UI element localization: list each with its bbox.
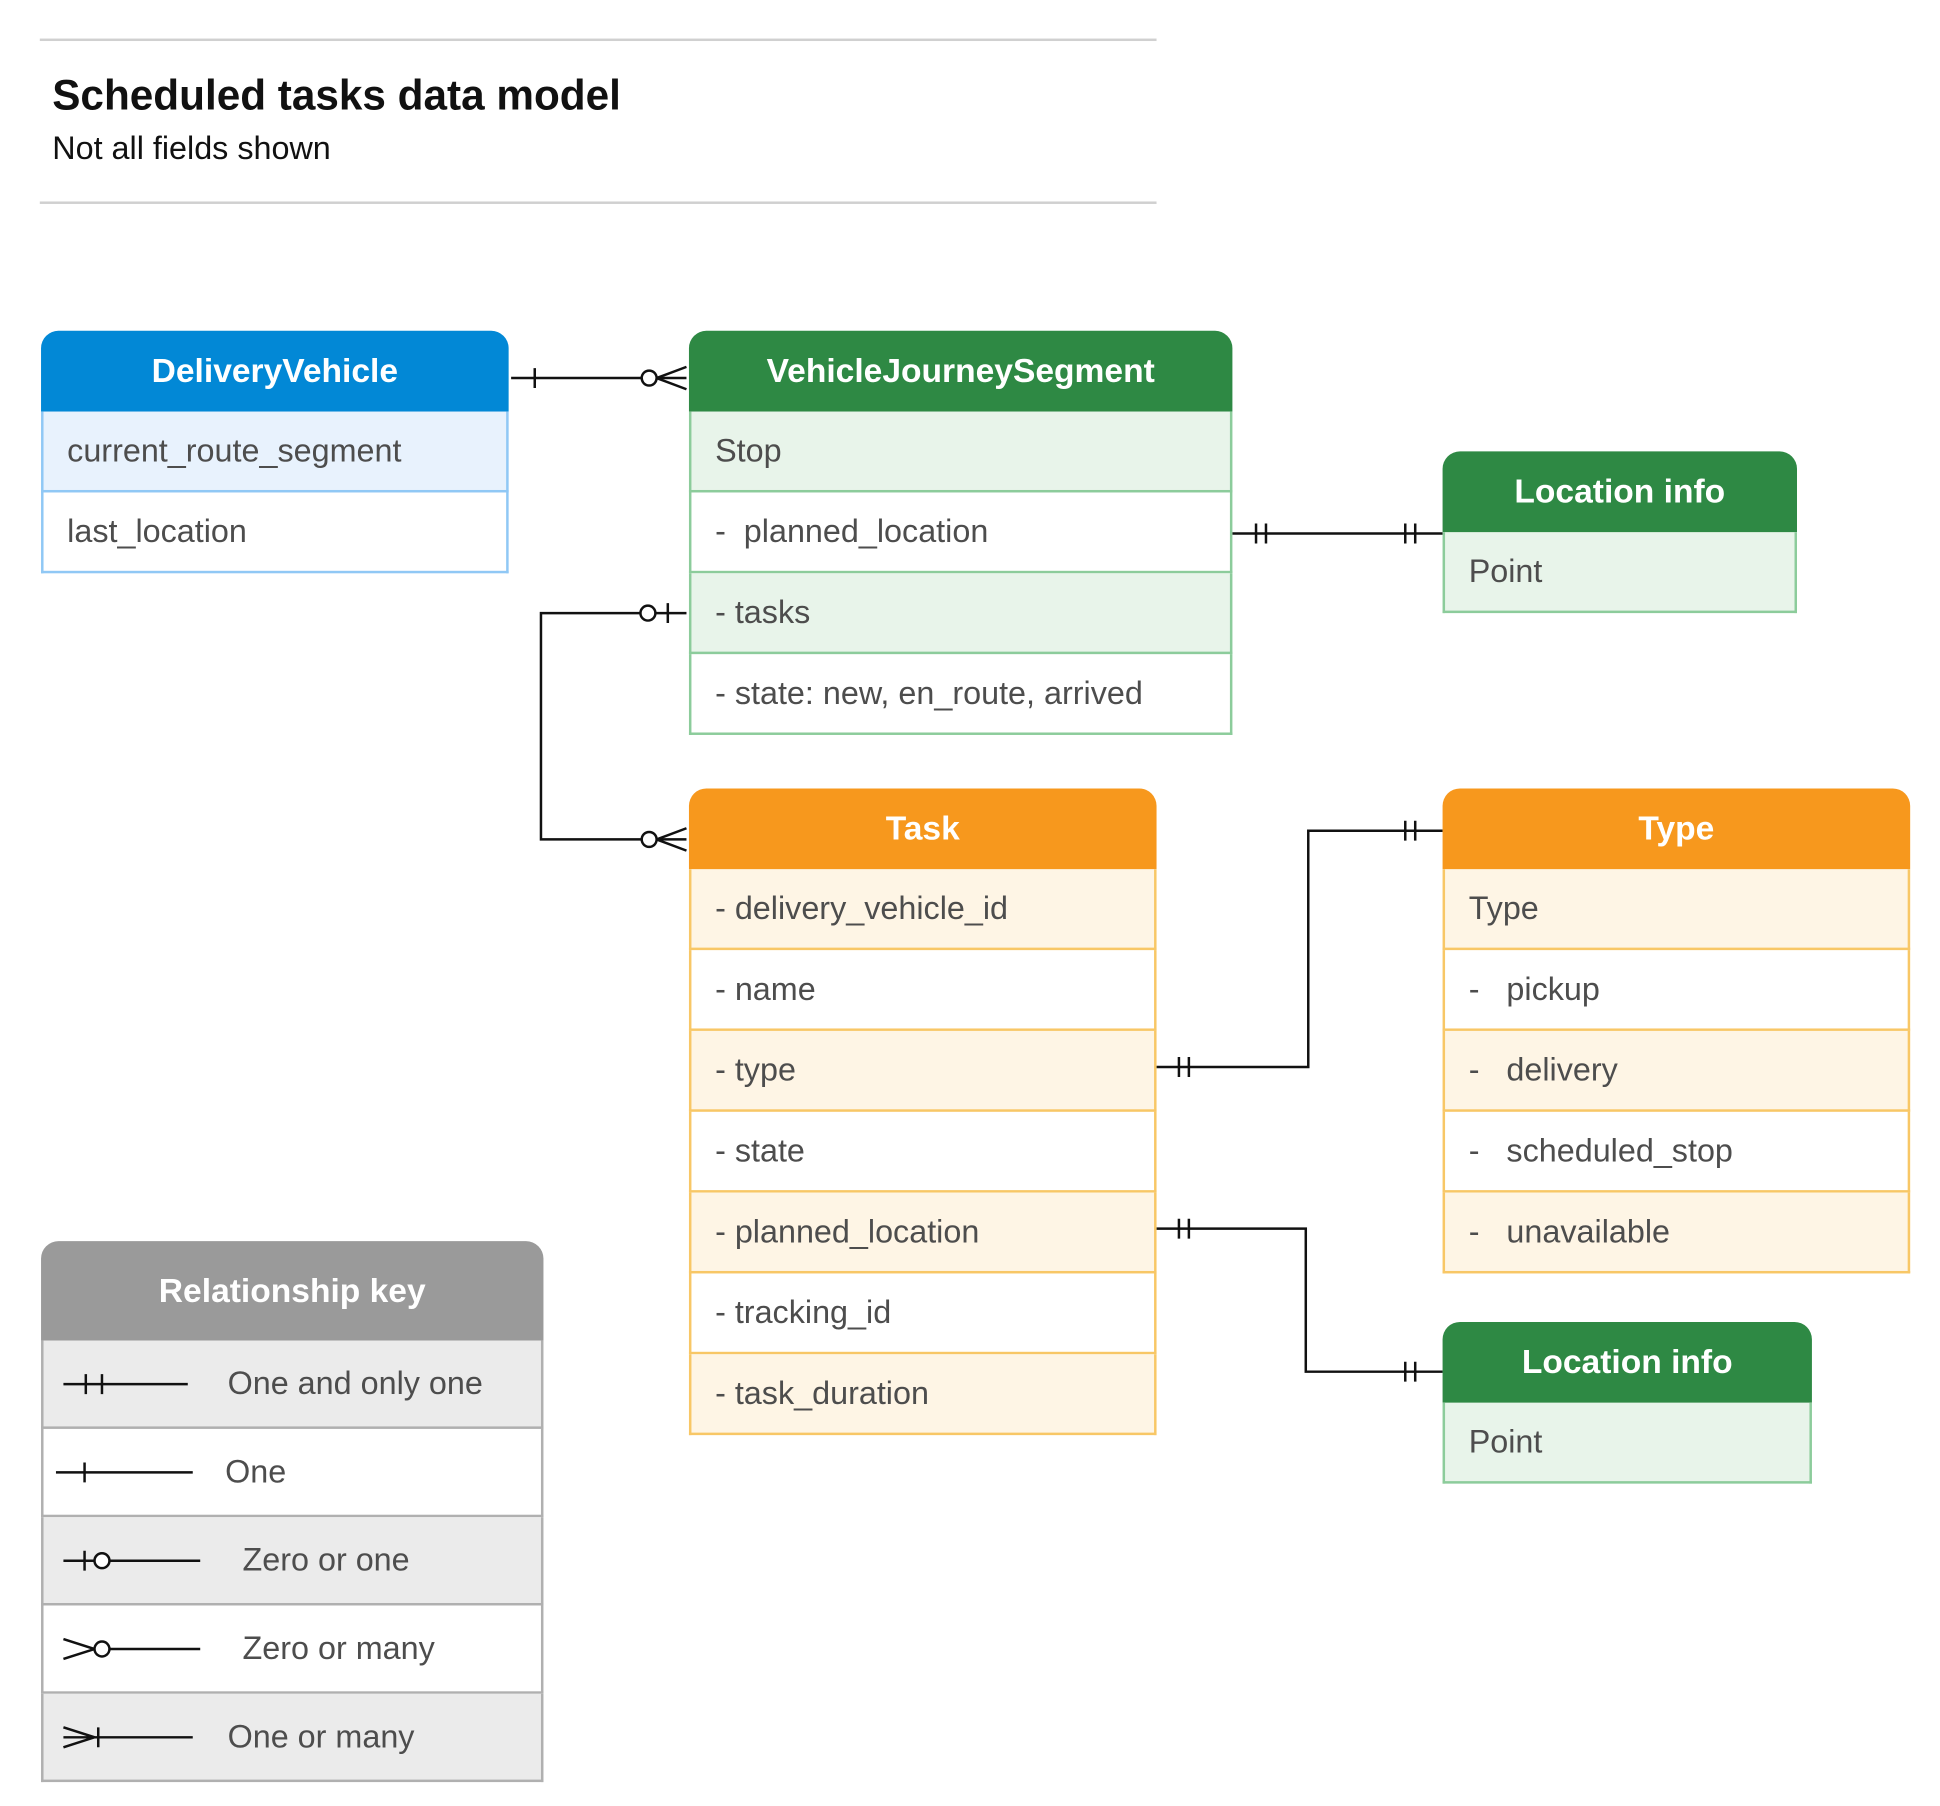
entity-type: Type Type - pickup - delivery - schedule… — [1442, 788, 1911, 1274]
legend-item: Zero or one — [41, 1517, 544, 1606]
field-row: - delivery — [1442, 1030, 1911, 1112]
link-vehicle-to-segment — [511, 365, 687, 391]
field-row: last_location — [41, 492, 509, 574]
bottom-divider — [39, 201, 1157, 204]
link-tasks-to-task — [539, 603, 687, 852]
field-row: - delivery_vehicle_id — [688, 869, 1157, 951]
zero-or-many-icon — [63, 1637, 201, 1660]
page-title: Scheduled tasks data model — [52, 72, 621, 120]
legend-label: Zero or one — [242, 1540, 410, 1579]
entity-header: VehicleJourneySegment — [688, 330, 1233, 412]
link-task-type-to-type — [1156, 820, 1443, 1077]
field-row: - tasks — [688, 573, 1233, 655]
field-row: - unavailable — [1442, 1192, 1911, 1274]
field-row: Stop — [688, 411, 1233, 493]
top-divider — [39, 38, 1157, 42]
field-row: - tracking_id — [688, 1273, 1157, 1355]
legend-item: Zero or many — [41, 1605, 544, 1694]
entity-task: Task - delivery_vehicle_id - name - type… — [688, 788, 1157, 1436]
legend-label: Zero or many — [242, 1629, 435, 1667]
one-or-many-icon — [63, 1725, 193, 1748]
field-row: - state: new, en_route, arrived — [688, 654, 1233, 735]
one-icon — [55, 1461, 193, 1482]
legend-label: One and only one — [227, 1364, 483, 1402]
entity-location-info: Location info Point — [1442, 1321, 1812, 1484]
relationship-key: Relationship key One and only one One Ze… — [41, 1241, 544, 1783]
legend-item: One — [41, 1428, 544, 1518]
field-row: - name — [688, 950, 1157, 1031]
field-row: - planned_location — [688, 492, 1233, 574]
entity-header: Location info — [1442, 451, 1798, 533]
entity-header: Task — [688, 788, 1157, 870]
field-row: - pickup — [1442, 950, 1911, 1031]
field-row: Type — [1442, 869, 1911, 951]
field-row: - scheduled_stop — [1442, 1111, 1911, 1193]
one-and-only-one-icon — [63, 1373, 188, 1394]
field-row: Point — [1442, 1402, 1812, 1484]
entity-header: Type — [1442, 788, 1911, 870]
entity-header: Location info — [1442, 1321, 1812, 1403]
legend-title: Relationship key — [41, 1241, 544, 1341]
legend-item: One or many — [41, 1693, 544, 1783]
entity-header: DeliveryVehicle — [41, 330, 509, 412]
entity-location-info: Location info Point — [1442, 451, 1798, 614]
page-subtitle: Not all fields shown — [52, 129, 331, 167]
entity-delivery-vehicle: DeliveryVehicle current_route_segment la… — [41, 330, 509, 574]
field-row: - task_duration — [688, 1354, 1157, 1436]
link-task-location-to-location-info — [1156, 1218, 1443, 1382]
field-row: - state — [688, 1111, 1157, 1193]
field-row: - type — [688, 1030, 1157, 1112]
link-planned-location-to-location-info — [1232, 523, 1443, 544]
entity-vehicle-journey-segment: VehicleJourneySegment Stop - planned_loc… — [688, 330, 1233, 735]
legend-item: One and only one — [41, 1340, 544, 1429]
legend-label: One or many — [227, 1717, 415, 1755]
field-row: - planned_location — [688, 1192, 1157, 1274]
legend-label: One — [225, 1452, 287, 1490]
zero-or-one-icon — [63, 1550, 201, 1571]
field-row: current_route_segment — [41, 411, 509, 493]
field-row: Point — [1442, 532, 1798, 614]
